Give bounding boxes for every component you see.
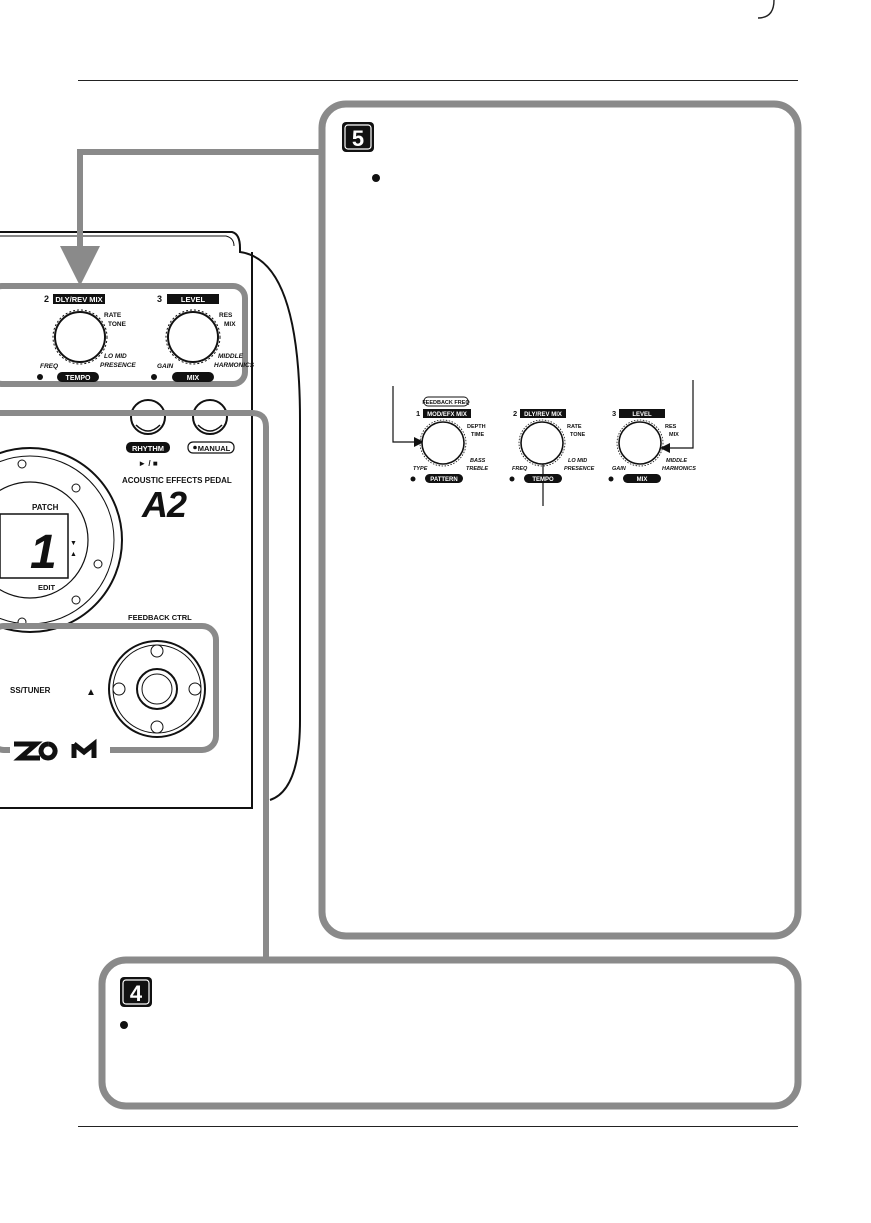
step5-bullet bbox=[372, 174, 380, 182]
bracket-left bbox=[392, 386, 420, 443]
step5-box bbox=[318, 100, 802, 940]
patch-label: PATCH bbox=[32, 503, 59, 512]
knob-bottom-right-2: HARMONICS bbox=[214, 362, 255, 369]
knob-number: 3 bbox=[157, 294, 162, 304]
knob-row: FEEDBACK FREQ 1 MOD/EFX MIX DEPTH TIME T… bbox=[392, 380, 696, 506]
page-corner-mark bbox=[757, 0, 775, 19]
connector-to-step4 bbox=[0, 410, 269, 958]
panel-highlight-top bbox=[0, 283, 248, 387]
knob-top-right-2: TONE bbox=[108, 321, 127, 328]
knob-top-right-1: RATE bbox=[567, 424, 582, 430]
knob-number: 3 bbox=[612, 409, 616, 418]
arrow-down-icon: ▼ bbox=[70, 540, 77, 547]
knob-bottom-right-1: MIDDLE bbox=[218, 353, 244, 360]
led-icon bbox=[608, 476, 614, 482]
header-rule bbox=[78, 80, 798, 81]
knob-sub-label: MIX bbox=[187, 375, 200, 382]
model-logo: A2 bbox=[141, 484, 187, 525]
knob-circle bbox=[421, 421, 465, 465]
step4-number: 4 bbox=[130, 981, 143, 1006]
brand-logo-partial bbox=[13, 738, 97, 761]
knob-top-right-1: RES bbox=[665, 424, 677, 430]
bypass-tuner-label: SS/TUNER bbox=[10, 686, 51, 695]
step5-number: 5 bbox=[352, 126, 364, 151]
knob-sub-label: MIX bbox=[637, 477, 648, 483]
knob-title: MOD/EFX MIX bbox=[427, 412, 467, 418]
step4-box bbox=[98, 956, 802, 1110]
knob-top-right-2: TONE bbox=[570, 432, 586, 438]
step4-bullet bbox=[120, 1021, 128, 1029]
knob-bottom-right-2: HARMONICS bbox=[662, 466, 696, 472]
play-stop-label: ► / ■ bbox=[138, 459, 158, 468]
led-icon bbox=[509, 476, 515, 482]
knob-bottom-right-1: LO MID bbox=[568, 458, 587, 464]
manual-label: MANUAL bbox=[198, 444, 231, 453]
knob-bottom-right-2: PRESENCE bbox=[100, 362, 136, 369]
knob-bottom-left: GAIN bbox=[157, 363, 174, 370]
device-knob-3: 3 LEVEL RES MIX GAIN MIDDLE HARMONICS MI… bbox=[151, 294, 255, 382]
knob-circle bbox=[520, 421, 564, 465]
knob-bottom-right-2: TREBLE bbox=[466, 466, 488, 472]
knob-title: DLY/REV MIX bbox=[524, 412, 562, 418]
knob-bottom-right-1: LO MID bbox=[104, 353, 127, 360]
row-knob-3: 3 LEVEL RES MIX GAIN MIDDLE HARMONICS MI… bbox=[608, 409, 696, 483]
row-knob-2: 2 DLY/REV MIX RATE TONE FREQ LO MID PRES… bbox=[509, 409, 595, 483]
display-digit: 1 bbox=[30, 526, 57, 579]
knob-bottom-left: FREQ bbox=[512, 466, 528, 472]
edit-label: EDIT bbox=[38, 583, 56, 592]
knob-title: LEVEL bbox=[632, 412, 652, 418]
device-knob-2: 2 DLY/REV MIX RATE TONE FREQ LO MID PRES… bbox=[37, 294, 136, 382]
knob-bottom-left: TYPE bbox=[413, 466, 428, 472]
led-icon bbox=[410, 476, 416, 482]
manual-button: MANUAL bbox=[187, 399, 235, 454]
arrow-down-icon bbox=[60, 246, 100, 286]
rhythm-label: RHYTHM bbox=[132, 444, 164, 453]
knob-circle bbox=[54, 311, 106, 363]
knob-circle bbox=[167, 311, 219, 363]
brand-line: ACOUSTIC EFFECTS PEDAL bbox=[122, 476, 232, 485]
arrow-up-icon: ▲ bbox=[70, 551, 77, 558]
step4-badge bbox=[120, 977, 152, 1007]
row-knob-1: FEEDBACK FREQ 1 MOD/EFX MIX DEPTH TIME T… bbox=[410, 396, 488, 483]
feedback-ctrl-label: FEEDBACK CTRL bbox=[128, 613, 192, 622]
knob-number: 1 bbox=[416, 409, 420, 418]
knob-number: 2 bbox=[513, 409, 517, 418]
device-illustration: 2 DLY/REV MIX RATE TONE FREQ LO MID PRES… bbox=[0, 231, 301, 809]
arrow-left-icon bbox=[660, 443, 670, 453]
rhythm-button: RHYTHM ► / ■ bbox=[126, 399, 170, 468]
arrow-right-icon bbox=[414, 437, 424, 447]
knob-top-right-2: TIME bbox=[471, 432, 484, 438]
knob-bottom-right-1: MIDDLE bbox=[666, 458, 687, 464]
knob-sub-label: TEMPO bbox=[532, 477, 554, 483]
knob-top-right-2: MIX bbox=[224, 321, 236, 328]
knob-top-right-1: RES bbox=[219, 312, 233, 319]
led-icon bbox=[151, 374, 157, 380]
knob-top-right-1: DEPTH bbox=[467, 424, 486, 430]
knob-top-right-2: MIX bbox=[669, 432, 679, 438]
step5-badge bbox=[342, 122, 374, 152]
footswitch bbox=[108, 640, 206, 738]
led-icon bbox=[37, 374, 43, 380]
knob-title: DLY/REV MIX bbox=[55, 295, 102, 304]
patch-display: PATCH 1 ▼ ▲ EDIT bbox=[0, 447, 123, 633]
knob-title: LEVEL bbox=[181, 295, 206, 304]
footer-rule bbox=[78, 1126, 798, 1127]
knob-bottom-right-2: PRESENCE bbox=[564, 466, 595, 472]
knob-circle bbox=[618, 421, 662, 465]
knob-sub-label: TEMPO bbox=[66, 375, 91, 382]
knob-top-right-1: RATE bbox=[104, 312, 122, 319]
knob-above-label: FEEDBACK FREQ bbox=[422, 400, 470, 406]
up-triangle-icon: ▲ bbox=[86, 687, 96, 698]
bracket-right bbox=[664, 380, 694, 449]
connector-to-top-panel bbox=[77, 149, 322, 262]
knob-bottom-left: FREQ bbox=[40, 363, 58, 370]
knob-number: 2 bbox=[44, 294, 49, 304]
knob-bottom-right-1: BASS bbox=[470, 458, 486, 464]
knob-sub-label: PATTERN bbox=[430, 477, 457, 483]
knob-bottom-left: GAIN bbox=[612, 466, 627, 472]
